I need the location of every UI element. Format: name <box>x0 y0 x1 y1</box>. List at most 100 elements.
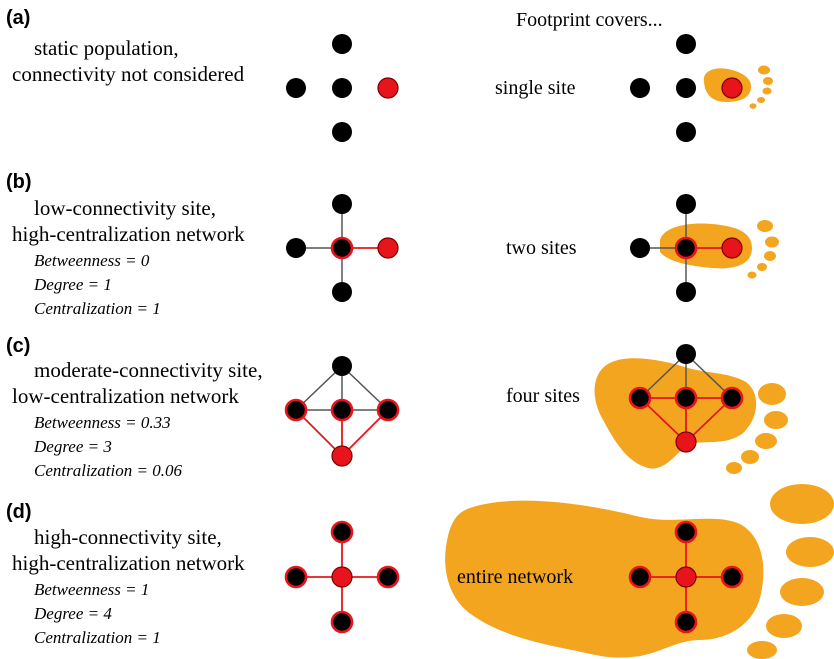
panel-d-footprint-label: entire network <box>457 566 573 588</box>
node-center-highlighted <box>330 398 354 422</box>
footprint-toe <box>758 383 786 405</box>
node-right-highlighted <box>377 237 399 259</box>
panel-b-network-footprint <box>630 194 743 302</box>
node-center-highlighted <box>331 566 353 588</box>
node-bottom-highlighted <box>330 610 354 634</box>
node-right-highlighted <box>721 77 743 99</box>
footprint-toe <box>747 641 777 659</box>
node-bottom-highlighted <box>331 445 353 467</box>
node-bottom <box>332 122 352 142</box>
panel-b: (b) low-connectivity site, high-centrali… <box>6 171 779 318</box>
panel-a-desc-line-2: connectivity not considered <box>12 62 245 86</box>
panel-b-network <box>286 194 399 302</box>
panel-b-betweenness: Betweenness = 0 <box>34 251 150 270</box>
panel-d-network-footprint <box>628 520 744 634</box>
panel-c-footprint-label: four sites <box>506 385 580 407</box>
node-top <box>332 356 352 376</box>
node-top <box>676 344 696 364</box>
panel-d-label: (d) <box>6 501 32 523</box>
panel-a-network-footprint <box>630 34 743 142</box>
node-left <box>630 238 650 258</box>
node-top-highlighted <box>674 520 698 544</box>
node-bottom <box>332 282 352 302</box>
panel-a-network <box>286 34 399 142</box>
node-center-highlighted <box>674 386 698 410</box>
panel-d-degree: Degree = 4 <box>33 604 112 623</box>
node-center-highlighted <box>674 236 698 260</box>
node-right-highlighted <box>720 386 744 410</box>
footprint-covers-title: Footprint covers... <box>516 9 663 31</box>
panel-c-centralization: Centralization = 0.06 <box>34 461 182 480</box>
node-left <box>286 238 306 258</box>
panel-c-desc-line-1: moderate-connectivity site, <box>34 358 263 382</box>
node-left <box>286 78 306 98</box>
panel-d-desc-line-2: high-centralization network <box>12 551 245 575</box>
node-top-highlighted <box>330 520 354 544</box>
node-left <box>630 78 650 98</box>
node-left-highlighted <box>628 565 652 589</box>
panel-d: (d) high-connectivity site, high-central… <box>6 484 834 659</box>
node-left-highlighted <box>284 398 308 422</box>
node-center-highlighted <box>330 236 354 260</box>
panel-c-label: (c) <box>6 335 30 357</box>
footprint-toe <box>757 263 767 271</box>
panel-d-betweenness: Betweenness = 1 <box>34 580 149 599</box>
panel-c-footprint <box>594 358 788 474</box>
footprint-toe <box>762 87 772 95</box>
panel-a-desc-line-1: static population, <box>34 36 179 60</box>
footprint-toe <box>763 77 773 85</box>
panel-c: (c) moderate-connectivity site, low-cent… <box>6 335 788 480</box>
node-right-highlighted <box>720 565 744 589</box>
node-center-highlighted <box>675 566 697 588</box>
panel-b-label: (b) <box>6 171 32 193</box>
footprint-toe <box>755 433 777 449</box>
panel-c-network-footprint <box>628 344 744 453</box>
footprint-toe <box>780 578 824 606</box>
node-top <box>676 34 696 54</box>
footprint-toe <box>747 271 757 279</box>
node-bottom <box>676 282 696 302</box>
panel-b-desc-line-2: high-centralization network <box>12 222 245 246</box>
node-center <box>676 78 696 98</box>
footprint-toe <box>757 220 773 232</box>
node-center <box>332 78 352 98</box>
node-top <box>676 194 696 214</box>
panel-c-network <box>284 356 400 467</box>
footprint-toe <box>758 65 770 75</box>
panel-a: (a) static population, connectivity not … <box>6 7 773 142</box>
footprint-toe <box>770 484 834 524</box>
footprint-toe <box>766 614 802 638</box>
node-left-highlighted <box>284 565 308 589</box>
node-bottom-highlighted <box>674 610 698 634</box>
node-right-highlighted <box>376 565 400 589</box>
footprint-toe <box>764 251 776 261</box>
footprint-toe <box>786 537 834 567</box>
panel-b-degree: Degree = 1 <box>33 275 112 294</box>
panel-d-centralization: Centralization = 1 <box>34 628 161 647</box>
footprint-sole <box>594 358 757 469</box>
node-bottom <box>676 122 696 142</box>
panel-a-label: (a) <box>6 7 30 29</box>
node-right-highlighted <box>721 237 743 259</box>
node-right-highlighted <box>376 398 400 422</box>
panel-b-centralization: Centralization = 1 <box>34 299 161 318</box>
panel-c-desc-line-2: low-centralization network <box>12 384 239 408</box>
footprint-toe <box>765 236 779 248</box>
node-top <box>332 194 352 214</box>
footprint-toe <box>764 411 788 429</box>
node-top <box>332 34 352 54</box>
panel-a-footprint-label: single site <box>495 77 576 99</box>
panel-d-desc-line-1: high-connectivity site, <box>34 525 222 549</box>
panel-c-betweenness: Betweenness = 0.33 <box>34 413 171 432</box>
panel-d-network <box>284 520 400 634</box>
node-bottom-highlighted <box>675 431 697 453</box>
panel-c-degree: Degree = 3 <box>33 437 112 456</box>
node-left-highlighted <box>628 386 652 410</box>
footprint-toe <box>757 97 765 103</box>
node-right-highlighted <box>377 77 399 99</box>
footprint-toe <box>726 462 742 474</box>
panel-b-footprint-label: two sites <box>506 237 577 259</box>
footprint-toe <box>741 450 759 464</box>
footprint-toe <box>749 103 757 109</box>
